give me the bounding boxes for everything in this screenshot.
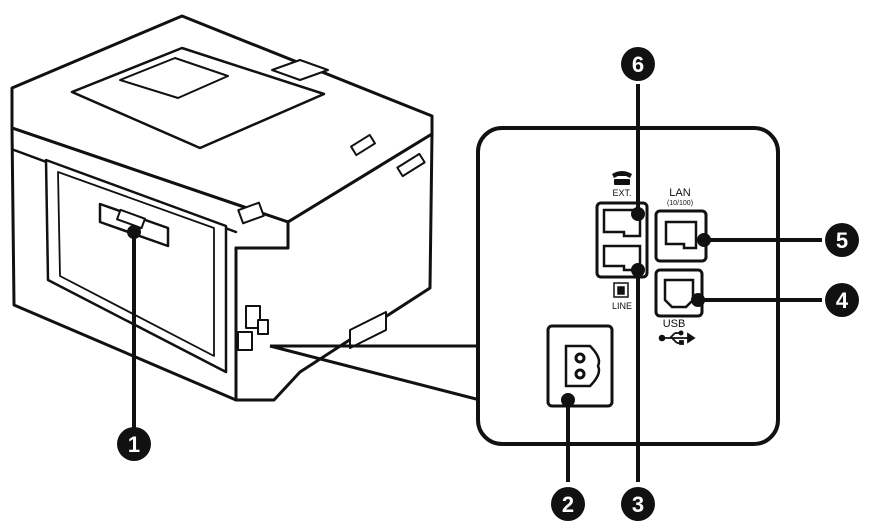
callout-2-badge — [551, 487, 585, 521]
ac-inlet — [546, 324, 614, 408]
handle-grip — [116, 208, 146, 230]
printer-foot — [349, 311, 387, 349]
line-label: LINE — [612, 301, 632, 311]
usb-icon — [658, 330, 696, 345]
callout-leaders — [127, 84, 822, 482]
front-button — [237, 201, 265, 225]
callout-5-badge — [825, 223, 859, 257]
printer-ports — [245, 305, 261, 329]
callout-1-badge — [117, 427, 151, 461]
callout-3-number: 3 — [632, 492, 644, 517]
phone-jacks — [595, 201, 649, 279]
ext-label: EXT. — [612, 188, 631, 198]
usb-port — [654, 268, 704, 318]
callout-2-number: 2 — [562, 492, 574, 517]
output-stopper — [271, 59, 329, 81]
callout-4-badge — [825, 283, 859, 317]
side-slot — [396, 152, 426, 178]
line-jack-icon — [613, 282, 629, 298]
callout-1-number: 1 — [128, 432, 140, 457]
line-port — [602, 244, 642, 272]
callout-3-badge — [621, 487, 655, 521]
callout-6-badge — [621, 47, 655, 81]
tray-guide — [119, 57, 229, 99]
printer-ac-socket — [237, 331, 253, 351]
printer-right-face — [234, 132, 434, 402]
callout-5: 5 — [825, 223, 859, 257]
callout-5-number: 5 — [836, 228, 848, 253]
lan-label: LAN — [669, 187, 690, 199]
printer-port-small — [257, 319, 269, 335]
callout-2: 2 — [551, 487, 585, 521]
lan-speed-label: (10/100) — [667, 200, 693, 207]
callout-6-number: 6 — [632, 52, 644, 77]
callout-3: 3 — [621, 487, 655, 521]
callout-6: 6 — [621, 47, 655, 81]
printer-illustration — [10, 14, 434, 402]
callout-4: 4 — [825, 283, 859, 317]
telephone-icon — [612, 171, 632, 185]
callout-4-number: 4 — [836, 288, 849, 313]
side-tab — [350, 133, 376, 157]
usb-label: USB — [663, 318, 686, 330]
zoom-leader-lines — [269, 344, 481, 402]
callout-1: 1 — [117, 427, 151, 461]
